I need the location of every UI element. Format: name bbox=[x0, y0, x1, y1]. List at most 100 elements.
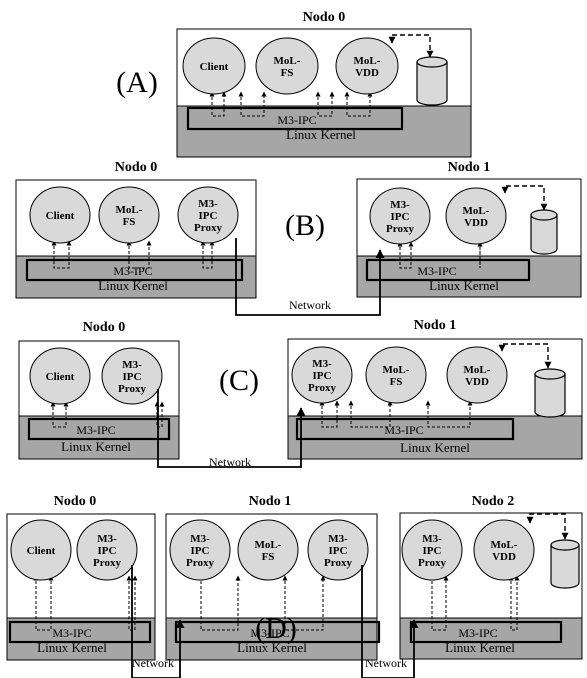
cylinder-disk-icon bbox=[550, 539, 580, 589]
ipc-link bbox=[198, 575, 241, 631]
kernel-area bbox=[356, 255, 582, 298]
node-title: Nodo 0 bbox=[83, 320, 125, 335]
node-title: Nodo 1 bbox=[249, 494, 291, 509]
process-label: Client bbox=[27, 545, 56, 557]
ipc-link bbox=[238, 91, 267, 117]
kernel-area bbox=[176, 105, 472, 158]
disk-access-arrow bbox=[498, 343, 552, 369]
network-link: Network bbox=[131, 565, 185, 678]
ipc-link bbox=[209, 91, 227, 117]
process-mol-fs: MoL-FS bbox=[98, 186, 160, 244]
process-client: Client bbox=[29, 347, 91, 405]
m3-ipc-label: M3-IPC bbox=[52, 626, 91, 640]
ipc-link bbox=[348, 400, 393, 428]
scenario-label: (D) bbox=[255, 612, 297, 645]
linux-kernel-label: Linux Kernel bbox=[37, 640, 107, 655]
process-mol-vdd: MoL-VDD bbox=[335, 37, 399, 95]
network-label: Network bbox=[132, 656, 174, 670]
process-label: Client bbox=[46, 371, 75, 383]
kernel-area bbox=[399, 617, 583, 660]
kernel-area bbox=[15, 255, 257, 299]
scenario-label: (A) bbox=[116, 66, 158, 99]
cylinder-disk-icon bbox=[530, 209, 558, 255]
kernel-area bbox=[6, 617, 156, 661]
m3-ipc-bar bbox=[174, 620, 381, 644]
linux-kernel-label: Linux Kernel bbox=[237, 640, 307, 655]
cylinder-disk-icon bbox=[416, 56, 448, 106]
kernel-area bbox=[287, 415, 583, 460]
m3-ipc-label: M3-IPC bbox=[384, 423, 423, 437]
network-link: Network bbox=[361, 565, 419, 678]
m3-ipc-label: M3-IPC bbox=[458, 626, 497, 640]
process-label: MoL-FS bbox=[116, 204, 143, 228]
disk-access-arrow bbox=[526, 513, 569, 540]
m3-ipc-label: M3-IPC bbox=[277, 113, 316, 127]
ipc-link bbox=[126, 240, 152, 269]
m3-ipc-label: M3-IPC bbox=[417, 264, 456, 278]
cylinder-disk-icon bbox=[534, 368, 566, 418]
scenario-label: (C) bbox=[219, 364, 259, 397]
m3-ipc-label: M3-IPC bbox=[76, 423, 115, 437]
process-label: MoL-FS bbox=[383, 364, 410, 388]
node-title: Nodo 2 bbox=[472, 494, 514, 509]
network-label: Network bbox=[209, 455, 251, 469]
ipc-link bbox=[33, 575, 54, 631]
process-mol-vdd: MoL-VDD bbox=[473, 519, 535, 581]
ipc-link bbox=[344, 91, 373, 117]
linux-kernel-label: Linux Kernel bbox=[445, 640, 515, 655]
ipc-link bbox=[282, 575, 326, 631]
process-client: Client bbox=[10, 519, 72, 581]
process-label: MoL-VDD bbox=[464, 364, 491, 388]
m3-ipc-bar bbox=[295, 417, 515, 441]
node-title: Nodo 0 bbox=[54, 494, 96, 509]
ipc-link bbox=[429, 575, 449, 631]
m3-ipc-label: M3-IPC bbox=[113, 264, 152, 278]
process-mol-vdd: MoL-VDD bbox=[446, 346, 508, 404]
process-mol-fs: MoL-FS bbox=[365, 346, 427, 404]
process-mol-fs: MoL-FS bbox=[255, 37, 319, 95]
ipc-link bbox=[51, 240, 72, 269]
process-mol-fs: MoL-FS bbox=[237, 519, 299, 581]
disk-access-arrow bbox=[501, 185, 548, 211]
process-label: Client bbox=[46, 210, 75, 222]
process-label: MoL-VDD bbox=[354, 55, 381, 79]
scenario-label: (B) bbox=[285, 209, 325, 242]
ipc-link bbox=[200, 240, 215, 269]
ipc-link bbox=[425, 400, 473, 428]
process-label: MoL-FS bbox=[274, 55, 301, 79]
network-link: Network bbox=[157, 389, 306, 469]
linux-kernel-label: Linux Kernel bbox=[61, 439, 131, 454]
m3-ipc-bar bbox=[365, 258, 531, 282]
linux-kernel-label: Linux Kernel bbox=[98, 278, 168, 293]
linux-kernel-label: Linux Kernel bbox=[429, 278, 499, 293]
m3-ipc-bar bbox=[25, 258, 244, 282]
ipc-link bbox=[319, 400, 340, 428]
kernel-area bbox=[18, 415, 180, 460]
m3-ipc-bar bbox=[27, 417, 171, 441]
linux-kernel-label: Linux Kernel bbox=[286, 127, 356, 142]
m3-ipc-label: M3-IPC bbox=[250, 626, 289, 640]
network-link: Network bbox=[235, 238, 385, 316]
kernel-area bbox=[165, 617, 378, 661]
network-label: Network bbox=[365, 656, 407, 670]
